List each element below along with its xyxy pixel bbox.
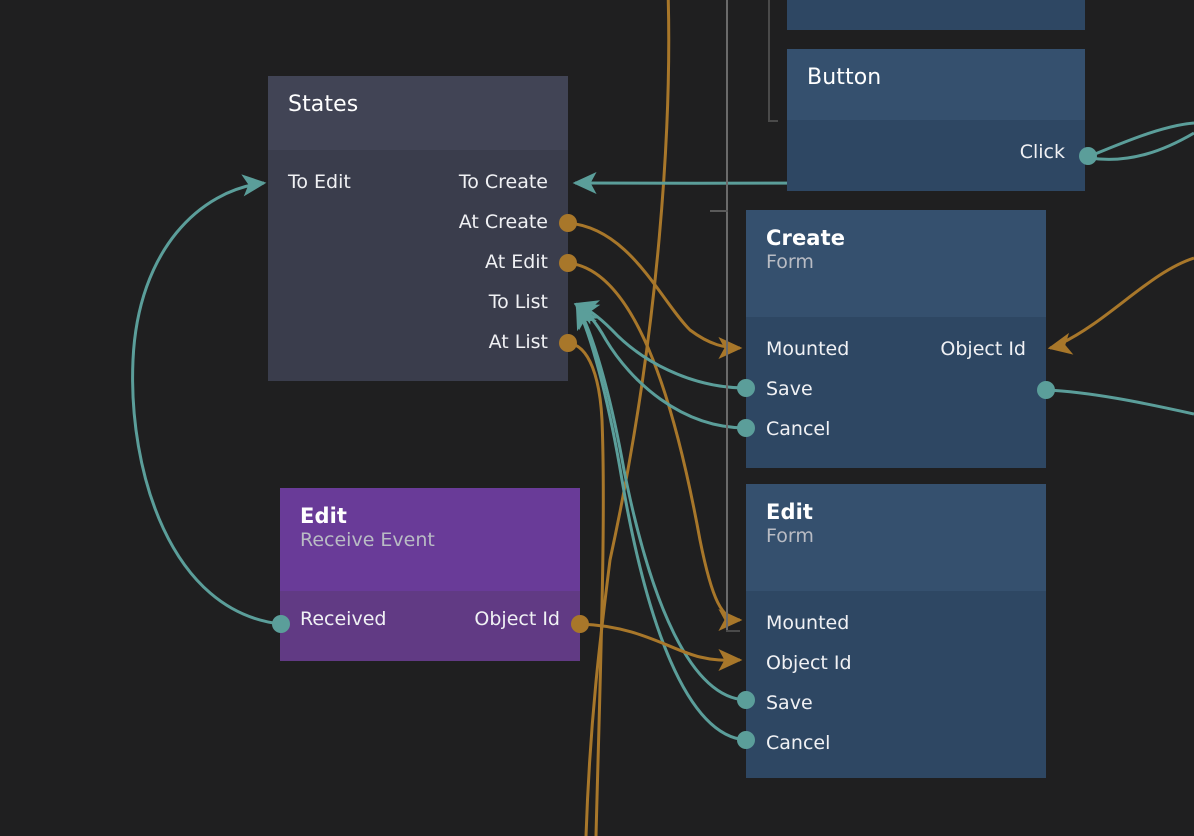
port-label-edit-save: Save: [766, 692, 813, 714]
node-edit-receive-event-body: Received Object Id: [280, 591, 580, 661]
node-states[interactable]: States To Edit To Create At Create At Ed…: [268, 76, 568, 381]
port-row-create-cancel[interactable]: Cancel: [746, 409, 1046, 449]
node-create-form-header[interactable]: Create Form: [746, 210, 1046, 317]
node-create-form-body: Mounted Object Id Save Cancel: [746, 317, 1046, 468]
port-label-create-mounted: Mounted: [766, 338, 850, 360]
port-row-edit-object-id[interactable]: Object Id: [746, 643, 1046, 683]
port-row-to-list[interactable]: To List: [268, 282, 568, 322]
node-edit-receive-event-header[interactable]: Edit Receive Event: [280, 488, 580, 591]
node-create-form-subtitle: Form: [766, 250, 814, 273]
port-dot-at-create[interactable]: [559, 214, 577, 232]
port-label-click: Click: [1019, 141, 1065, 163]
port-label-at-create: At Create: [458, 211, 548, 233]
port-dot-create-out-event[interactable]: [1037, 381, 1055, 399]
node-edit-receive-event-subtitle: Receive Event: [300, 528, 435, 551]
port-row-to-edit[interactable]: To Edit To Create: [268, 162, 568, 202]
port-row-at-edit[interactable]: At Edit: [268, 242, 568, 282]
port-label-edit-object-id: Object Id: [766, 652, 852, 674]
port-label-receive-object-id: Object Id: [474, 608, 560, 630]
port-label-create-save: Save: [766, 378, 813, 400]
node-button-title: Button: [807, 65, 882, 90]
port-dot-receive-object-id[interactable]: [571, 615, 589, 633]
node-edit-form-subtitle: Form: [766, 524, 814, 547]
node-states-header[interactable]: States: [268, 76, 568, 150]
node-edit-form-body: Mounted Object Id Save Cancel: [746, 591, 1046, 778]
node-edit-form-title: Edit: [766, 500, 814, 524]
port-label-to-list: To List: [488, 291, 548, 313]
node-button-header[interactable]: Button: [787, 49, 1085, 120]
port-row-received[interactable]: Received Object Id: [280, 599, 580, 639]
port-dot-at-edit[interactable]: [559, 254, 577, 272]
port-label-received: Received: [300, 608, 387, 630]
node-states-title: States: [288, 92, 359, 117]
port-dot-edit-cancel[interactable]: [737, 731, 755, 749]
node-edit-form-header[interactable]: Edit Form: [746, 484, 1046, 591]
node-button[interactable]: Button Click: [787, 49, 1085, 191]
port-label-edit-cancel: Cancel: [766, 732, 831, 754]
port-dot-received[interactable]: [272, 615, 290, 633]
node-button-body: Click: [787, 120, 1085, 191]
port-label-edit-mounted: Mounted: [766, 612, 850, 634]
port-row-at-create[interactable]: At Create: [268, 202, 568, 242]
port-label-at-edit: At Edit: [485, 251, 548, 273]
node-edit-receive-event-title: Edit: [300, 504, 348, 528]
port-row-at-list[interactable]: At List: [268, 322, 568, 362]
port-label-to-create: To Create: [458, 171, 548, 193]
port-label-create-object-id: Object Id: [940, 338, 1026, 360]
node-create-form[interactable]: Create Form Mounted Object Id Save Cance…: [746, 210, 1046, 468]
node-states-body: To Edit To Create At Create At Edit To L…: [268, 150, 568, 381]
port-row-create-mounted[interactable]: Mounted Object Id: [746, 329, 1046, 369]
port-dot-click[interactable]: [1079, 147, 1097, 165]
port-row-edit-cancel[interactable]: Cancel: [746, 723, 1046, 763]
node-edit-form[interactable]: Edit Form Mounted Object Id Save Cancel: [746, 484, 1046, 778]
port-row-click[interactable]: Click: [787, 132, 1085, 172]
port-dot-create-cancel[interactable]: [737, 419, 755, 437]
port-row-create-save[interactable]: Save: [746, 369, 1046, 409]
port-row-edit-mounted[interactable]: Mounted: [746, 603, 1046, 643]
node-create-form-title: Create: [766, 226, 846, 250]
port-label-create-cancel: Cancel: [766, 418, 831, 440]
port-dot-edit-save[interactable]: [737, 691, 755, 709]
port-row-edit-save[interactable]: Save: [746, 683, 1046, 723]
port-dot-create-save[interactable]: [737, 379, 755, 397]
partial-node-top[interactable]: [787, 0, 1085, 30]
port-label-at-list: At List: [488, 331, 548, 353]
port-dot-at-list[interactable]: [559, 334, 577, 352]
node-edit-receive-event[interactable]: Edit Receive Event Received Object Id: [280, 488, 580, 661]
port-label-to-edit: To Edit: [288, 171, 351, 193]
